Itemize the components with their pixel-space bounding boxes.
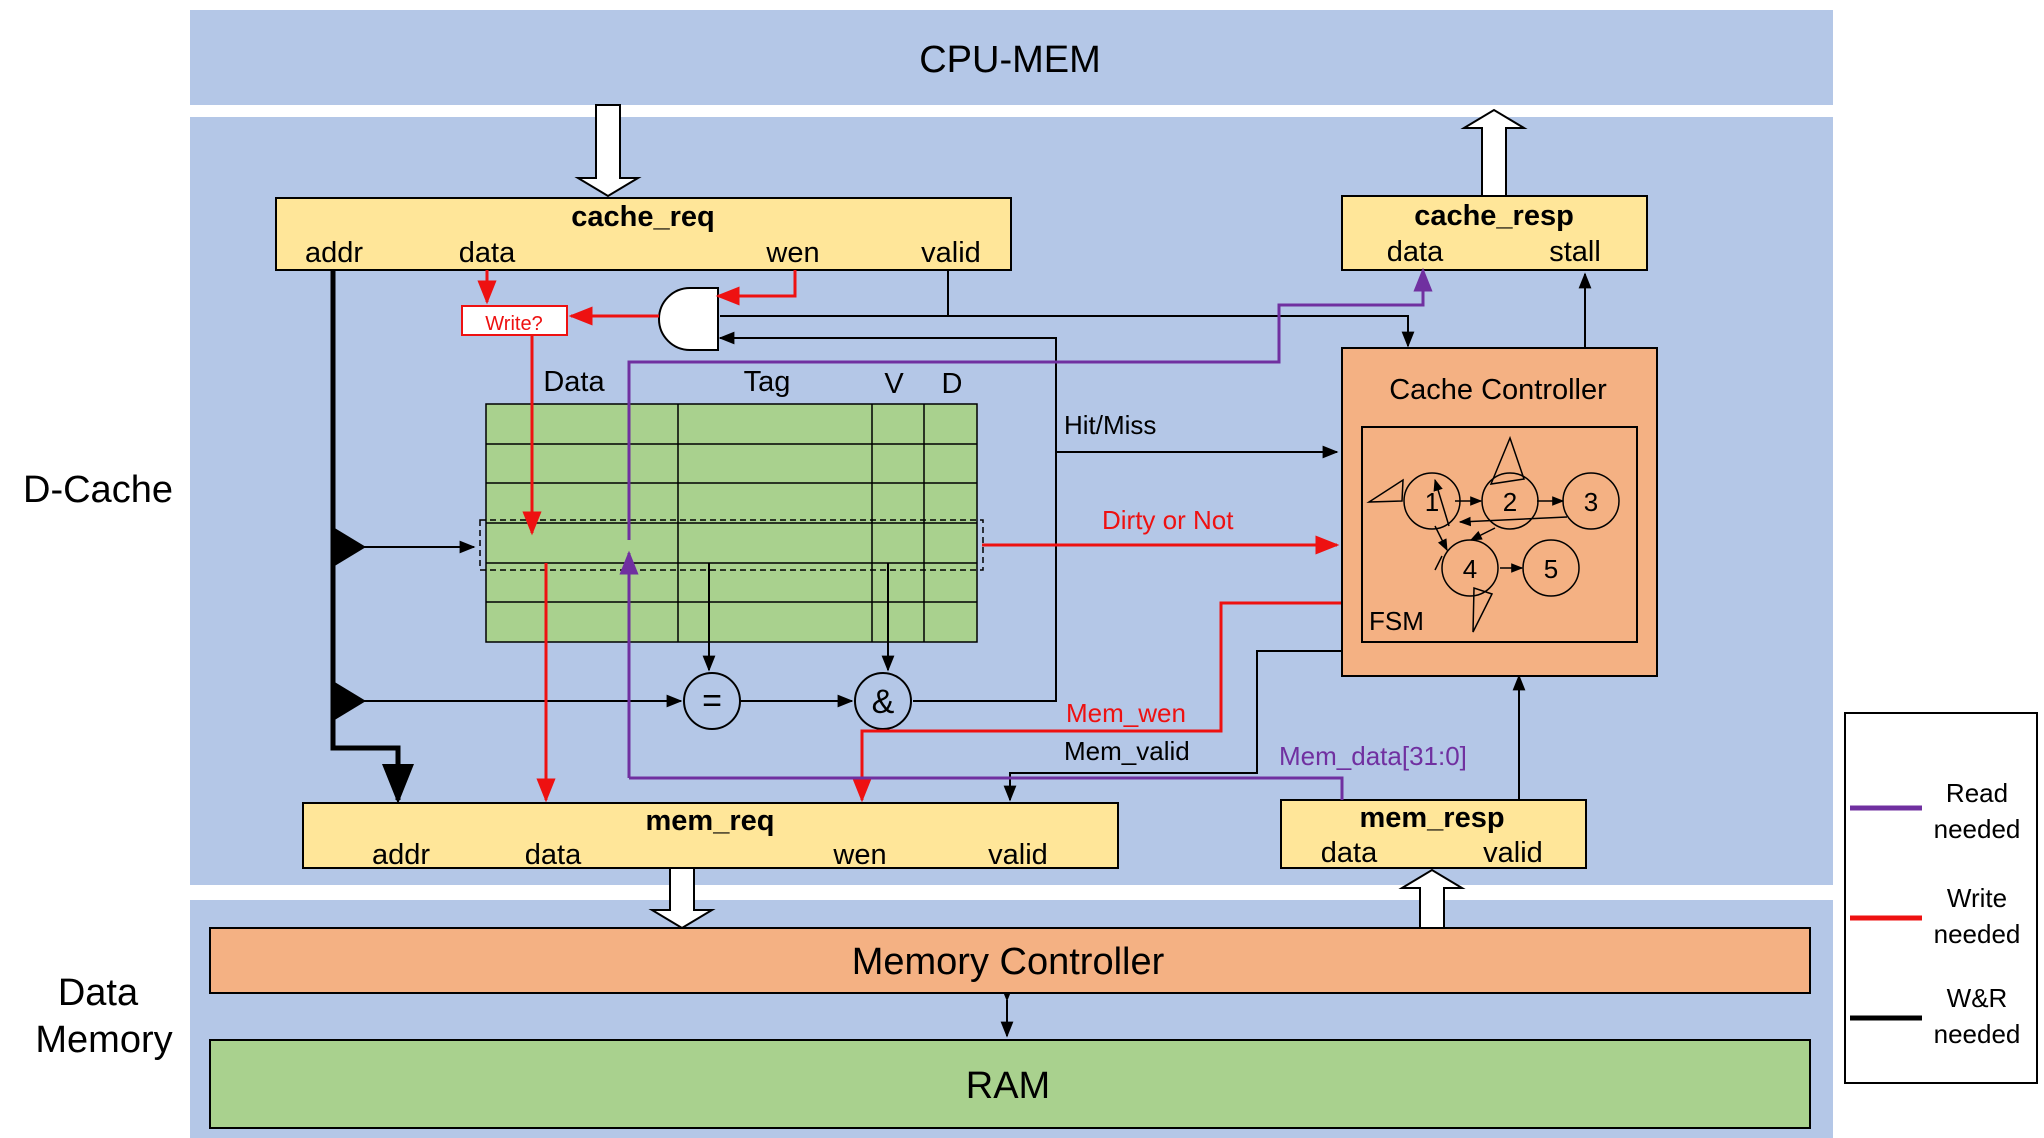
read-wires xyxy=(619,267,1433,800)
mem-resp-field-data: data xyxy=(1321,837,1378,869)
memory-controller-label: Memory Controller xyxy=(852,941,1165,983)
equal-comparator-symbol: = xyxy=(702,682,722,720)
selected-line-highlight xyxy=(479,519,984,571)
memreq-to-memctrl-arrow xyxy=(648,867,716,930)
fsm-state-5 xyxy=(1522,539,1580,597)
legend-wr-line2: needed xyxy=(1934,1019,2021,1049)
cpu-mem-panel xyxy=(190,10,1833,105)
addr-tap-1 xyxy=(333,527,366,567)
cache-req-field-data: data xyxy=(459,237,516,269)
fsm-state-4 xyxy=(1441,539,1499,597)
write-wires xyxy=(477,270,1342,803)
data-memory-label-line2: Memory xyxy=(35,1019,172,1061)
legend-read-line2: needed xyxy=(1934,814,2021,844)
mem-resp-field-valid: valid xyxy=(1483,837,1543,869)
mem-valid-label: Mem_valid xyxy=(1064,736,1190,766)
mem-req-field-wen: wen xyxy=(832,839,886,871)
write-check-label: Write? xyxy=(485,313,542,335)
legend-wr-line1: W&R xyxy=(1947,983,2008,1013)
mem-req-field-valid: valid xyxy=(988,839,1048,871)
mem-data-label: Mem_data[31:0] xyxy=(1279,741,1467,771)
fsm-state-3-label: 3 xyxy=(1584,487,1598,517)
cpu-mem-label: CPU-MEM xyxy=(919,39,1101,81)
fsm-state-1 xyxy=(1403,472,1461,530)
dirty-label: Dirty or Not xyxy=(1102,505,1234,535)
table-header-tag: Tag xyxy=(744,366,791,398)
cache-req-field-addr: addr xyxy=(305,237,363,269)
hit-miss-label: Hit/Miss xyxy=(1064,410,1156,440)
mem-req-field-data: data xyxy=(525,839,582,871)
fsm-state-1-label: 1 xyxy=(1425,487,1439,517)
memory-controller-block xyxy=(209,927,1811,994)
cache-resp-field-stall: stall xyxy=(1549,236,1601,268)
table-header-data: Data xyxy=(543,366,605,398)
memctrl-to-memresp-arrow xyxy=(1398,868,1466,929)
table-header-v: V xyxy=(884,368,904,400)
cache-resp-field-data: data xyxy=(1387,236,1444,268)
cache-controller: Cache Controller FSM 1 2 3 4 5 xyxy=(1341,347,1658,677)
fsm-state-4-label: 4 xyxy=(1463,554,1477,584)
cache-resp-block: cache_resp data stall xyxy=(1341,195,1648,271)
cache-resp-title: cache_resp xyxy=(1414,200,1574,232)
ram-block xyxy=(209,1039,1811,1129)
fsm-state-3 xyxy=(1562,472,1620,530)
legend-write-line1: Write xyxy=(1947,883,2007,913)
fsm-label: FSM xyxy=(1369,606,1424,636)
mem-req-block: mem_req addr data wen valid xyxy=(302,802,1119,871)
cache-to-cpu-arrow xyxy=(1460,108,1528,197)
cache-req-block: cache_req addr data wen valid xyxy=(275,197,1012,271)
and-comparator-symbol: & xyxy=(872,683,895,721)
ram-label: RAM xyxy=(966,1065,1050,1107)
mem-req-field-addr: addr xyxy=(372,839,430,871)
legend: Read needed Write needed W&R needed xyxy=(1844,712,2038,1084)
mem-req-title: mem_req xyxy=(646,805,775,837)
d-cache-label: D-Cache xyxy=(23,469,173,511)
equal-comparator xyxy=(683,672,741,730)
mem-resp-title: mem_resp xyxy=(1359,802,1504,834)
cache-req-field-valid: valid xyxy=(921,237,981,269)
fsm-state-5-label: 5 xyxy=(1544,554,1558,584)
legend-write-line2: needed xyxy=(1934,919,2021,949)
cache-req-title: cache_req xyxy=(571,201,715,233)
and-comparator xyxy=(854,672,912,730)
legend-read-line1: Read xyxy=(1946,778,2008,808)
and-gate xyxy=(658,287,719,351)
table-header-d: D xyxy=(942,368,963,400)
mem-wen-label: Mem_wen xyxy=(1066,698,1186,728)
cache-req-field-wen: wen xyxy=(765,237,819,269)
mem-resp-block: mem_resp data valid xyxy=(1280,799,1587,869)
cache-controller-title: Cache Controller xyxy=(1389,374,1607,406)
addr-tap-2 xyxy=(333,681,366,721)
wr-wires xyxy=(330,270,1592,1038)
fsm-state-2-label: 2 xyxy=(1503,487,1517,517)
data-memory-label-line1: Data xyxy=(58,972,139,1014)
write-check-box xyxy=(461,305,568,336)
cache-table: Data Tag V D xyxy=(479,366,984,643)
cpu-to-cache-arrow xyxy=(574,104,642,198)
fsm-state-2 xyxy=(1481,472,1539,530)
